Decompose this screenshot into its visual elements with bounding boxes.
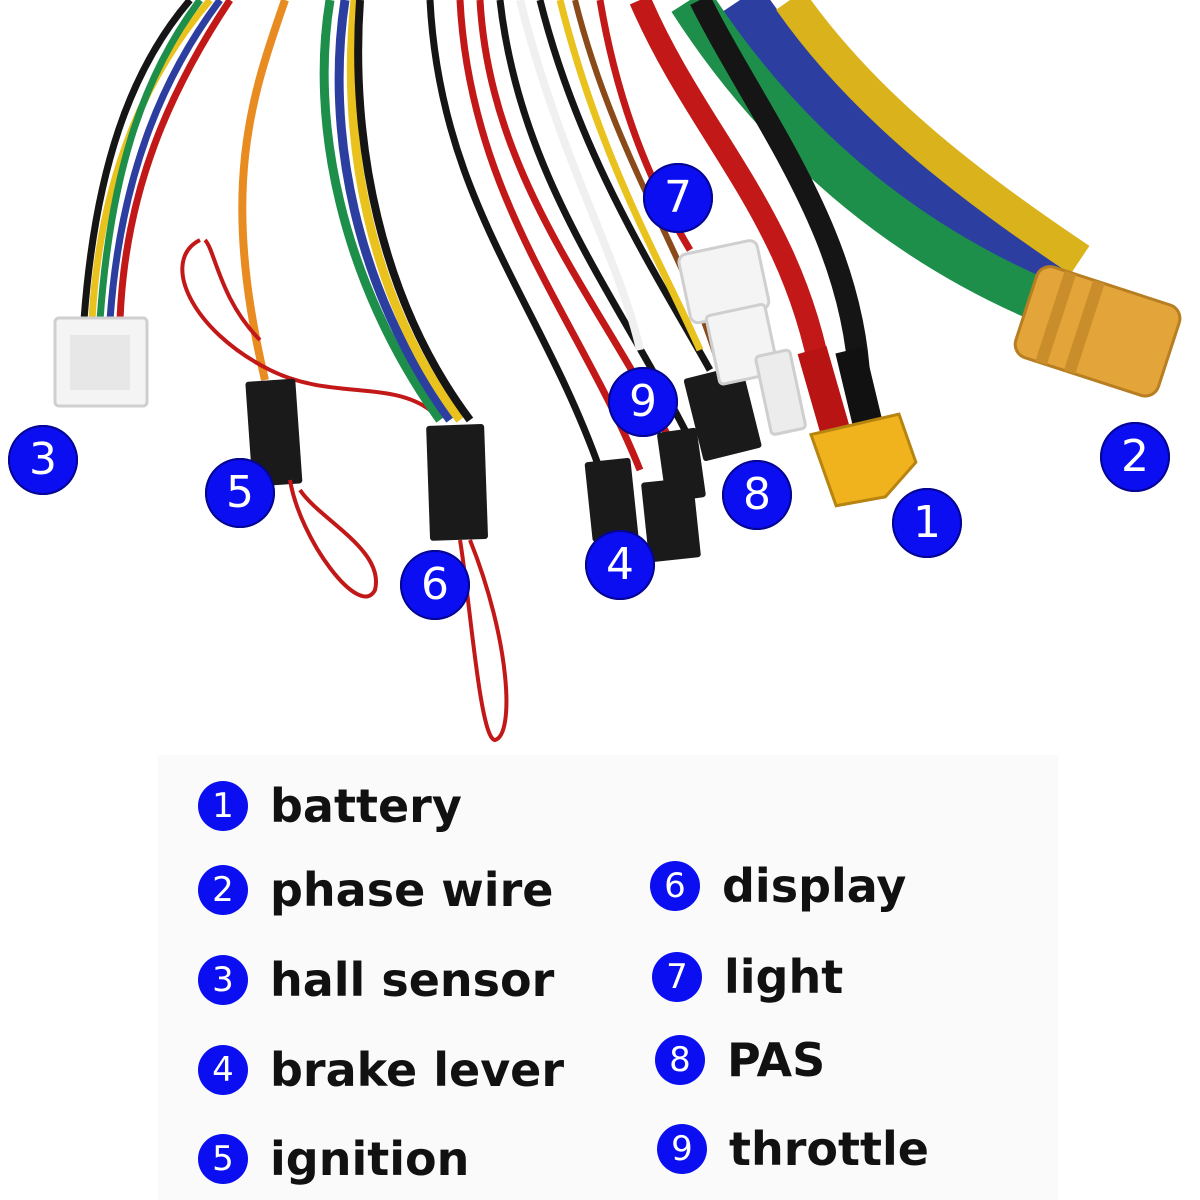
- legend-number: 6: [650, 861, 700, 911]
- phase-wire-blue: [719, 0, 1072, 303]
- legend-number: 7: [652, 952, 702, 1002]
- legend-label: phase wire: [270, 863, 554, 917]
- phase-connector: [1013, 265, 1182, 398]
- throttle-connector: [657, 427, 706, 502]
- legend-item-throttle: 9 throttle: [657, 1122, 929, 1176]
- legend-item-battery: 1 battery: [198, 779, 462, 833]
- legend-number: 1: [198, 781, 248, 831]
- badge-2: 2: [1100, 422, 1170, 492]
- badge-6: 6: [400, 550, 470, 620]
- battery-connector: [809, 412, 918, 508]
- legend-label: hall sensor: [270, 953, 555, 1007]
- legend-item-brake-lever: 4 brake lever: [198, 1043, 564, 1097]
- legend-label: brake lever: [270, 1043, 565, 1097]
- phase-wire-yellow: [776, 0, 1090, 275]
- badge-1: 1: [892, 488, 962, 558]
- ignition-connector: [245, 378, 303, 487]
- hall-sensor-connector: [53, 316, 149, 408]
- badge-8: 8: [722, 460, 792, 530]
- legend-item-ignition: 5 ignition: [198, 1132, 469, 1186]
- display-connector: [426, 424, 488, 541]
- legend: 1 battery 2 phase wire 3 hall sensor 4 b…: [158, 755, 1058, 1200]
- badge-7: 7: [643, 163, 713, 233]
- legend-number: 5: [198, 1134, 248, 1184]
- battery-wire-black: [690, 0, 871, 401]
- legend-label: PAS: [727, 1033, 826, 1087]
- battery-black-tube: [835, 346, 883, 429]
- legend-item-light: 7 light: [652, 950, 843, 1004]
- battery-red-tube: [797, 345, 850, 435]
- legend-label: throttle: [729, 1122, 929, 1176]
- legend-number: 9: [657, 1124, 707, 1174]
- legend-item-phase-wire: 2 phase wire: [198, 863, 553, 917]
- light-connector: [677, 239, 807, 436]
- badge-3: 3: [8, 425, 78, 495]
- legend-label: battery: [270, 779, 462, 833]
- legend-number: 8: [655, 1035, 705, 1085]
- legend-number: 3: [198, 955, 248, 1005]
- legend-number: 2: [198, 865, 248, 915]
- badge-5: 5: [205, 458, 275, 528]
- legend-label: display: [722, 859, 907, 913]
- battery-wire-red: [629, 0, 836, 402]
- legend-item-display: 6 display: [650, 859, 906, 913]
- legend-item-pas: 8 PAS: [655, 1033, 825, 1087]
- badge-4: 4: [585, 530, 655, 600]
- legend-item-hall-sensor: 3 hall sensor: [198, 953, 554, 1007]
- harness-illustration: [53, 0, 1182, 743]
- legend-number: 4: [198, 1045, 248, 1095]
- brake-connector-a: [584, 457, 639, 542]
- badge-9: 9: [608, 367, 678, 437]
- legend-label: light: [724, 950, 844, 1004]
- legend-label: ignition: [270, 1132, 470, 1186]
- pas-connector: [683, 365, 762, 462]
